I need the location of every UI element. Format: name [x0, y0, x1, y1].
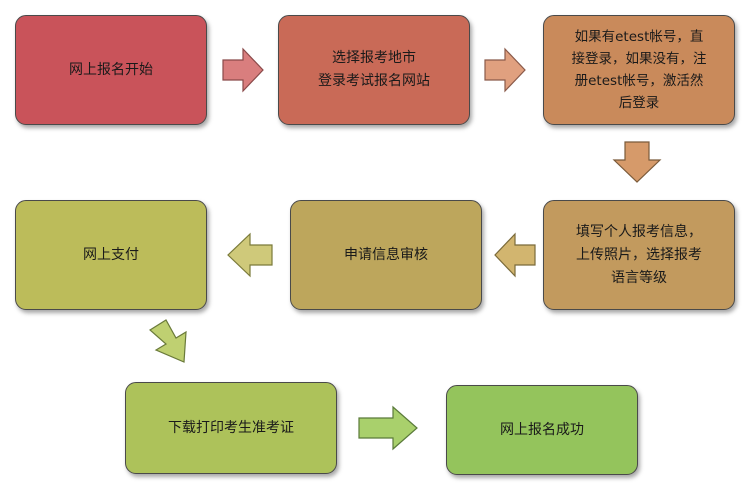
step-line: 网上报名开始: [69, 61, 153, 78]
step-box-select-city: 选择报考地市 登录考试报名网站: [278, 15, 470, 125]
step-label: 网上报名成功: [500, 419, 584, 442]
step-line: 后登录: [618, 95, 660, 111]
step-label: 填写个人报考信息， 上传照片，选择报考 语言等级: [576, 221, 702, 290]
step-box-success: 网上报名成功: [446, 385, 638, 475]
arrow-right-3-icon: [358, 405, 418, 451]
arrow-down-2-icon: [148, 319, 187, 363]
step-line: 上传照片，选择报考: [576, 246, 702, 263]
arrow-shape: [612, 141, 662, 183]
step-line: 下载打印考生准考证: [168, 419, 294, 436]
arrow-shape: [227, 232, 273, 278]
arrow-shape: [358, 405, 418, 451]
step-box-print-ticket: 下载打印考生准考证: [125, 382, 337, 474]
arrow-shape: [222, 47, 264, 93]
step-label: 网上报名开始: [69, 59, 153, 82]
step-line: 登录考试报名网站: [318, 73, 430, 89]
step-box-login: 如果有etest帐号，直 接登录，如果没有，注 册etest帐号，激活然 后登录: [543, 15, 735, 125]
step-line: 语言等级: [611, 269, 667, 286]
arrow-shape: [484, 47, 526, 93]
step-label: 网上支付: [83, 244, 139, 267]
step-box-fill-info: 填写个人报考信息， 上传照片，选择报考 语言等级: [543, 200, 735, 310]
step-line: 申请信息审核: [344, 246, 428, 263]
step-label: 下载打印考生准考证: [168, 417, 294, 440]
arrow-left-2-icon: [227, 232, 273, 278]
step-line: 选择报考地市: [332, 50, 416, 66]
step-line: 册etest帐号，激活然: [574, 73, 704, 89]
arrow-left-1-icon: [494, 232, 536, 278]
arrow-shape: [148, 319, 187, 363]
step-line: 网上报名成功: [500, 421, 584, 438]
step-line: 如果有etest帐号，直: [574, 29, 704, 45]
step-line: 填写个人报考信息，: [576, 223, 702, 240]
step-line: 接登录，如果没有，注: [571, 51, 707, 67]
arrow-right-2-icon: [484, 47, 526, 93]
step-box-review: 申请信息审核: [290, 200, 482, 310]
arrow-down-1-icon: [612, 141, 662, 183]
step-line: 网上支付: [83, 246, 139, 263]
step-label: 选择报考地市 登录考试报名网站: [318, 47, 430, 93]
step-box-payment: 网上支付: [15, 200, 207, 310]
step-label: 如果有etest帐号，直 接登录，如果没有，注 册etest帐号，激活然 后登录: [572, 26, 707, 114]
arrow-right-1-icon: [222, 47, 264, 93]
arrow-shape: [494, 232, 536, 278]
step-label: 申请信息审核: [344, 244, 428, 267]
step-box-start: 网上报名开始: [15, 15, 207, 125]
